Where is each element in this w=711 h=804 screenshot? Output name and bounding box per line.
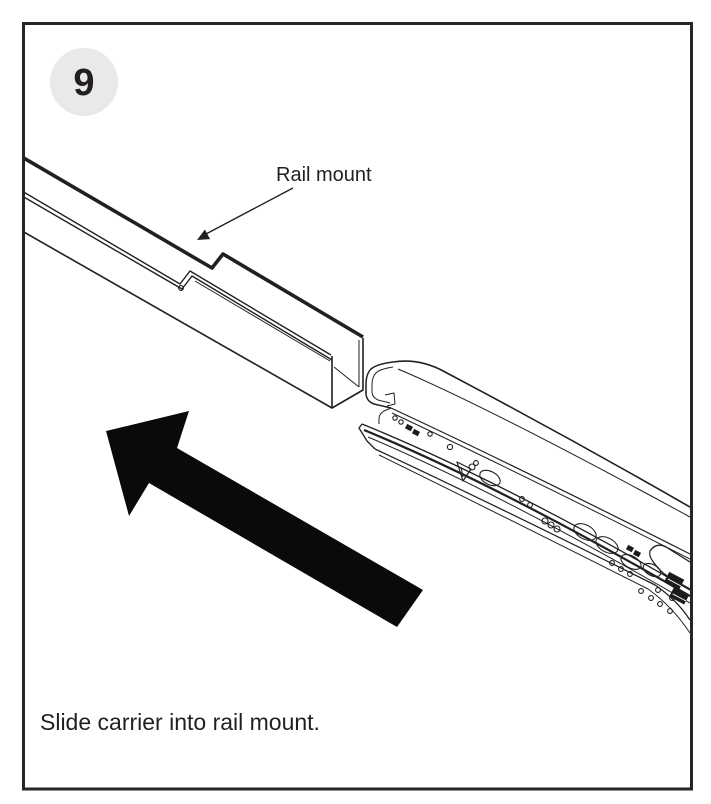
rail-mount-label: Rail mount bbox=[276, 164, 372, 186]
rail-mount-leader-arrow-icon bbox=[197, 187, 294, 240]
figure-frame bbox=[22, 22, 693, 791]
carrier-cap-base-join bbox=[378, 407, 392, 424]
carrier-clip-details bbox=[404, 423, 642, 558]
carrier-connector-blocks bbox=[664, 571, 690, 605]
rail-front-lip-inner bbox=[25, 196, 333, 361]
carrier-pennant-cutout bbox=[456, 461, 472, 482]
illustration-group bbox=[25, 156, 690, 634]
rail-mount-drawing bbox=[25, 156, 364, 409]
rail-front-lip-outer bbox=[25, 191, 332, 356]
step-number: 9 bbox=[73, 62, 94, 104]
carrier-top-back-edge2 bbox=[397, 368, 690, 518]
rail-back-top-edge bbox=[25, 156, 364, 339]
carrier-front-cap-inner bbox=[371, 366, 394, 404]
carrier-top-back-edge bbox=[392, 360, 690, 508]
carrier-tray-left-tip bbox=[358, 423, 376, 450]
figure-caption: Slide carrier into rail mount. bbox=[40, 709, 320, 735]
carrier-tray-bottom-edge bbox=[374, 448, 690, 621]
carrier-tray-edge3 bbox=[367, 436, 690, 604]
rail-bottom-edge bbox=[25, 231, 333, 409]
rail-lip-step-detail bbox=[178, 285, 184, 291]
carrier-cap-notch bbox=[384, 392, 396, 407]
step-number-badge bbox=[50, 48, 118, 116]
rail-inner-line bbox=[194, 280, 331, 362]
slide-direction-arrow-icon bbox=[106, 411, 423, 627]
rail-end-floor-edge bbox=[333, 366, 360, 388]
carrier-drawing bbox=[358, 360, 690, 634]
rail-end-face bbox=[331, 338, 364, 409]
carrier-front-ridge2 bbox=[391, 412, 690, 560]
carrier-front-ridge bbox=[390, 407, 690, 555]
carrier-front-cap bbox=[365, 361, 394, 409]
